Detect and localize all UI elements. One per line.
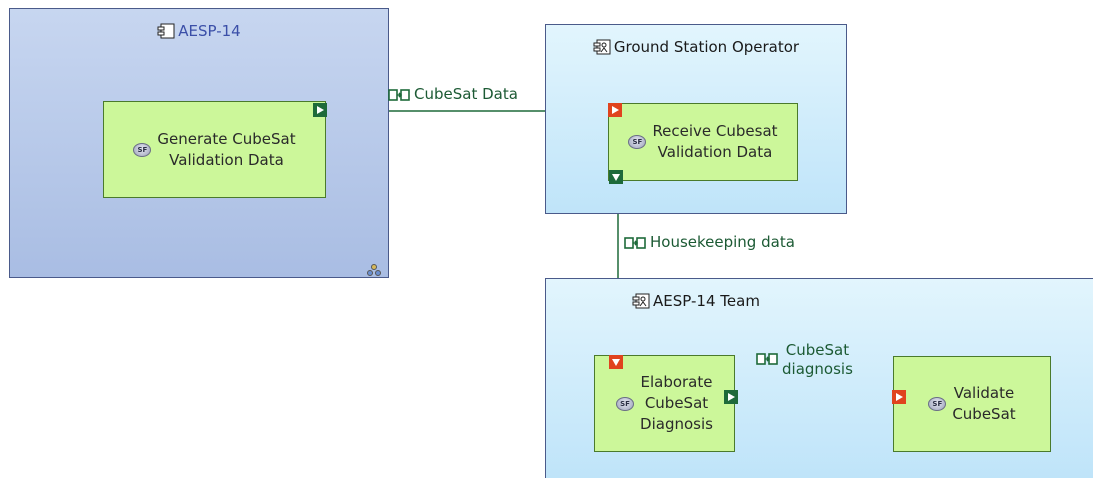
input-port-elaborate[interactable]: [609, 355, 623, 369]
actor-team-label: AESP-14 Team: [653, 292, 760, 310]
function-generate-label: Generate CubeSat Validation Data: [157, 129, 296, 169]
function-generate-validation-data[interactable]: SF Generate CubeSat Validation Data: [103, 101, 326, 198]
component-aesp-14-title: AESP-14: [10, 22, 388, 43]
system-function-icon: SF: [133, 142, 152, 157]
system-function-icon: SF: [616, 396, 635, 411]
output-port-receive[interactable]: [609, 170, 623, 184]
function-validate-label: Validate CubeSat: [952, 384, 1016, 423]
actor-icon: [593, 39, 611, 59]
exchange-item-icon: [388, 87, 410, 106]
actor-ground-station-label: Ground Station Operator: [613, 38, 800, 56]
actor-ground-station-title: Ground Station Operator: [546, 38, 846, 59]
function-validate-cubesat[interactable]: SF Validate CubeSat: [893, 356, 1051, 452]
system-function-icon: SF: [928, 397, 947, 411]
component-icon: [157, 23, 175, 43]
system-function-icon: SF: [628, 135, 647, 149]
function-receive-validation-data[interactable]: SF Receive Cubesat Validation Data: [608, 103, 798, 181]
function-elaborate-diagnosis[interactable]: SF Elaborate CubeSat Diagnosis: [594, 355, 735, 452]
exchange-item-icon: [624, 235, 646, 254]
actor-icon: [632, 293, 650, 313]
function-elaborate-label: Elaborate CubeSat Diagnosis: [640, 373, 713, 433]
actor-tree-icon: [367, 261, 381, 280]
output-port-generate[interactable]: [313, 103, 327, 117]
component-aesp-14-label: AESP-14: [178, 22, 241, 40]
function-receive-label: Receive Cubesat Validation Data: [652, 122, 778, 161]
exchange-label-housekeeping[interactable]: Housekeeping data: [624, 233, 795, 254]
actor-team-title: AESP-14 Team: [546, 292, 846, 313]
input-port-validate[interactable]: [892, 390, 906, 404]
exchange-item-icon: [756, 351, 778, 370]
output-port-elaborate[interactable]: [724, 390, 738, 404]
exchange-label-diagnosis[interactable]: CubeSat diagnosis: [756, 341, 853, 379]
input-port-receive[interactable]: [608, 103, 622, 117]
exchange-label-cubesat-data[interactable]: CubeSat Data: [388, 85, 518, 106]
